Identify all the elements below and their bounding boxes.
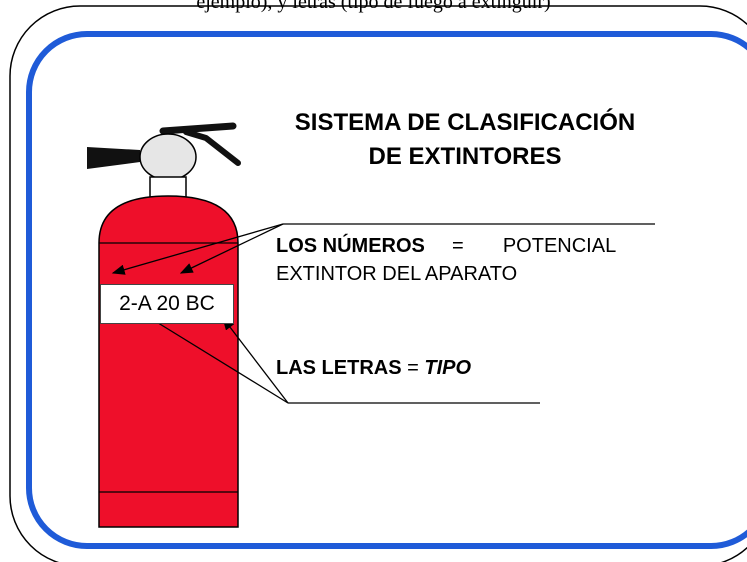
extinguisher-rating-label: 2-A 20 BC <box>100 284 234 324</box>
diagram-title: SISTEMA DE CLASIFICACIÓN DE EXTINTORES <box>230 106 700 174</box>
letters-meaning: TIPO <box>424 357 472 379</box>
extinguisher-handle <box>159 122 241 166</box>
numbers-meaning-line-1: POTENCIAL <box>502 235 617 257</box>
extinguisher-nozzle <box>87 147 140 169</box>
numbers-equals: = <box>452 235 464 257</box>
letters-callout-text: LAS LETRAS = TIPO <box>276 355 471 381</box>
title-line-1: SISTEMA DE CLASIFICACIÓN <box>294 109 636 136</box>
outer-frame <box>9 5 747 562</box>
letters-equals: = <box>407 357 419 379</box>
numbers-term: LOS NÚMEROS <box>276 235 425 257</box>
numbers-arrow-right <box>179 223 284 274</box>
letters-term: LAS LETRAS <box>276 357 402 379</box>
letters-arrow-left <box>140 312 289 404</box>
extinguisher-body <box>98 195 239 528</box>
title-line-2: DE EXTINTORES <box>368 143 562 170</box>
inner-blue-frame <box>26 31 747 549</box>
numbers-callout-text: LOS NÚMEROS = POTENCIAL EXTINTOR DEL APA… <box>276 232 616 288</box>
extinguisher-valve-head <box>139 133 197 181</box>
numbers-arrow-left <box>111 223 284 275</box>
numbers-meaning-line-2: EXTINTOR DEL APARATO <box>276 263 518 285</box>
letters-arrow-right <box>222 316 289 404</box>
